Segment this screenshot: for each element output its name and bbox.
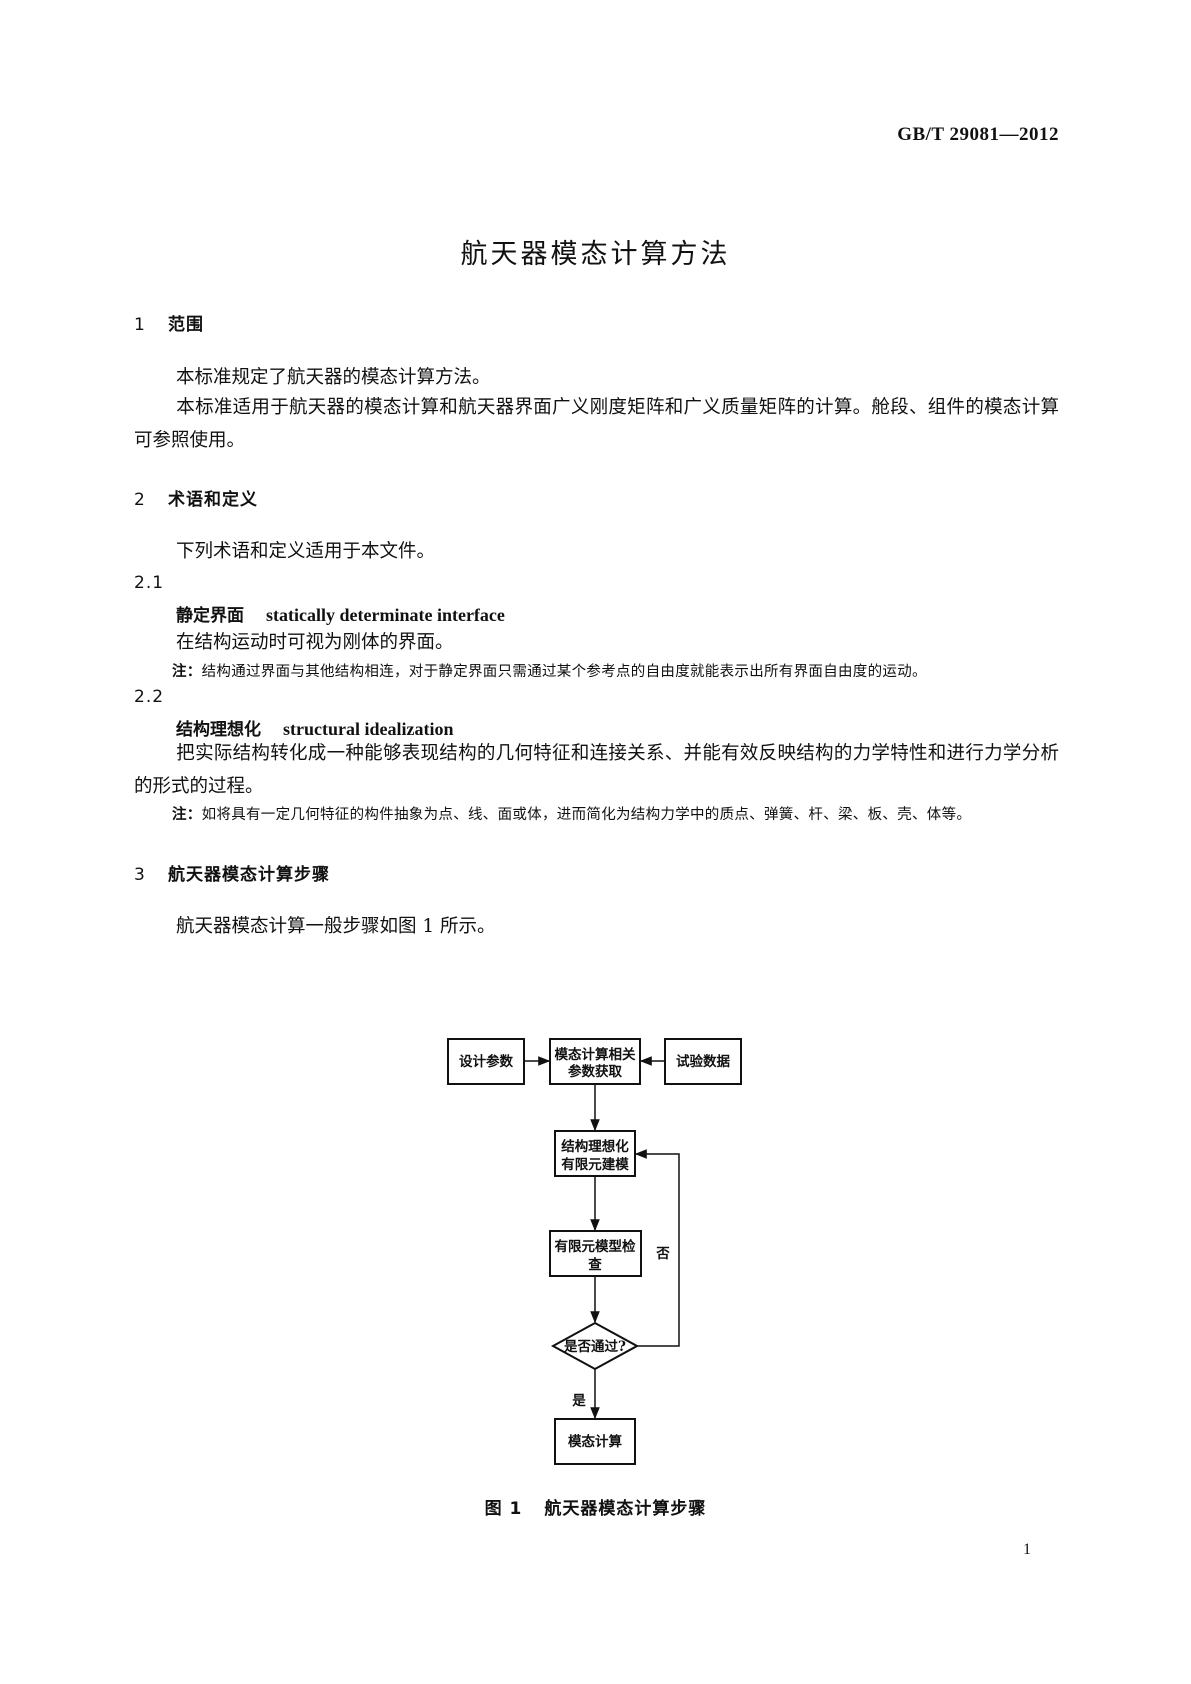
- arrow-feedback-loop: [634, 1149, 680, 1347]
- idealize-text-2: 有限元建模: [561, 1156, 629, 1173]
- page-number: 1: [1023, 1541, 1031, 1558]
- term-number: 2.1: [134, 573, 165, 593]
- note-label: 注：: [172, 663, 202, 680]
- note-text: 如将具有一定几何特征的构件抽象为点、线、面或体，进而简化为结构力学中的质点、弹簧…: [201, 807, 972, 823]
- term-note: 注：如将具有一定几何特征的构件抽象为点、线、面或体，进而简化为结构力学中的质点、…: [172, 803, 1062, 824]
- check-text-2: 查: [588, 1256, 602, 1273]
- paragraph-text: 航天器模态计算一般步骤如图 1 所示。: [176, 916, 496, 937]
- section-title: 航天器模态计算步骤: [168, 865, 330, 885]
- section-3-heading: 3 航天器模态计算步骤: [134, 860, 330, 885]
- figure-caption-text: 航天器模态计算步骤: [544, 1499, 707, 1519]
- terms-intro-paragraph: 下列术语和定义适用于本文件。: [134, 535, 1059, 568]
- term-zh: 结构理想化: [176, 720, 261, 740]
- scope-paragraph-2: 本标准适用于航天器的模态计算和航天器界面广义刚度矩阵和广义质量矩阵的计算。舱段、…: [134, 391, 1059, 457]
- term-definition: 在结构运动时可视为刚体的界面。: [176, 632, 454, 653]
- term-note: 注：结构通过界面与其他结构相连，对于静定界面只需通过某个参考点的自由度就能表示出…: [172, 660, 1062, 681]
- section-1-heading: 1 范围: [134, 310, 204, 335]
- test-data-text: 试验数据: [676, 1053, 730, 1070]
- acquire-params-text-2: 参数获取: [568, 1063, 622, 1080]
- yes-label: 是: [572, 1393, 586, 1409]
- definition-text: 把实际结构转化成一种能够表现结构的几何特征和连接关系、并能有效反映结构的力学特性…: [134, 743, 1059, 797]
- check-text-1: 有限元模型检: [555, 1238, 636, 1255]
- section-number: 1: [134, 315, 146, 335]
- no-label: 否: [655, 1246, 670, 1262]
- paragraph-text: 本标准适用于航天器的模态计算和航天器界面广义刚度矩阵和广义质量矩阵的计算。舱段、…: [134, 397, 1059, 451]
- decision-text: 是否通过?: [564, 1338, 626, 1355]
- term-definition: 把实际结构转化成一种能够表现结构的几何特征和连接关系、并能有效反映结构的力学特性…: [134, 737, 1059, 803]
- section-title: 术语和定义: [168, 490, 258, 510]
- term-name: 静定界面 statically determinate interface: [176, 601, 505, 626]
- note-text: 结构通过界面与其他结构相连，对于静定界面只需通过某个参考点的自由度就能表示出所有…: [201, 664, 927, 680]
- note-label: 注：: [172, 806, 202, 823]
- modal-calc-text: 模态计算: [568, 1433, 622, 1450]
- acquire-params-text-1: 模态计算相关: [555, 1046, 636, 1063]
- document-title: 航天器模态计算方法: [460, 239, 731, 270]
- paragraph-text: 本标准规定了航天器的模态计算方法。: [176, 367, 491, 388]
- term-number: 2.2: [134, 687, 165, 707]
- idealize-text-1: 结构理想化: [561, 1138, 629, 1155]
- figure-caption: 图 1 航天器模态计算步骤: [0, 1494, 1191, 1519]
- section-title: 范围: [168, 315, 204, 335]
- section-number: 2: [134, 490, 146, 510]
- steps-intro-paragraph: 航天器模态计算一般步骤如图 1 所示。: [134, 910, 1059, 943]
- standard-code: GB/T 29081—2012: [897, 124, 1059, 145]
- term-zh: 静定界面: [176, 606, 244, 626]
- section-2-heading: 2 术语和定义: [134, 485, 258, 510]
- figure-label: 图 1: [484, 1499, 523, 1519]
- scope-paragraph-1: 本标准规定了航天器的模态计算方法。: [134, 361, 1059, 394]
- section-number: 3: [134, 865, 146, 885]
- design-params-text: 设计参数: [459, 1053, 513, 1070]
- term-name: 结构理想化 structural idealization: [176, 715, 453, 740]
- term-en: statically determinate interface: [266, 605, 505, 625]
- term-en: structural idealization: [283, 719, 454, 739]
- paragraph-text: 下列术语和定义适用于本文件。: [176, 541, 436, 562]
